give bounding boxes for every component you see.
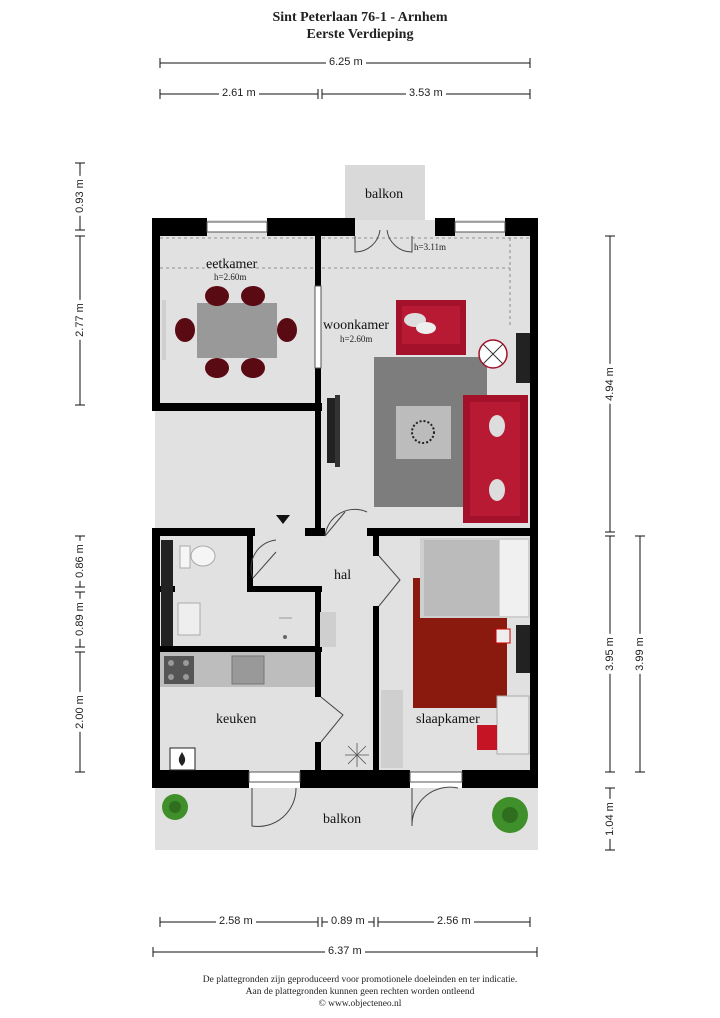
balkon-top-floor bbox=[345, 165, 425, 220]
doors bbox=[250, 229, 459, 827]
dim-left-3: 0.86 m bbox=[74, 541, 86, 581]
dim-top-total: 6.25 m bbox=[326, 56, 366, 68]
walls bbox=[152, 218, 538, 788]
room-label-eetkamer: eetkamer bbox=[206, 257, 258, 272]
bathroom-fixtures bbox=[177, 545, 292, 639]
room-height-eetkamer: h=2.60m bbox=[214, 272, 247, 282]
bedroom-furniture bbox=[381, 538, 530, 768]
dim-top-left: 2.61 m bbox=[219, 87, 259, 99]
room-label-keuken: keuken bbox=[216, 712, 257, 727]
dim-right-4: 1.04 m bbox=[604, 799, 616, 839]
hal-cabinet bbox=[320, 612, 336, 647]
windows bbox=[206, 221, 506, 783]
dim-left-4: 0.89 m bbox=[74, 599, 86, 639]
copyright-line: © www.objecteneo.nl bbox=[318, 999, 402, 1009]
floor-subtitle: Eerste Verdieping bbox=[306, 27, 414, 42]
hal-light bbox=[345, 743, 369, 767]
room-height-ceiling: h=3.11m bbox=[414, 242, 446, 252]
kitchen-fixtures bbox=[160, 652, 315, 771]
dim-left-2: 2.77 m bbox=[74, 300, 86, 340]
disclaimer-line-2: Aan de plattegronden kunnen geen rechten… bbox=[245, 987, 475, 997]
dim-bottom-mid: 0.89 m bbox=[328, 915, 368, 927]
dim-left-1: 0.93 m bbox=[74, 176, 86, 216]
disclaimer-line-1: De plattegronden zijn geproduceerd voor … bbox=[202, 975, 518, 985]
living-room-furniture bbox=[327, 300, 528, 523]
room-label-hal: hal bbox=[334, 568, 352, 583]
room-label-balkon-bottom: balkon bbox=[323, 812, 362, 827]
room-label-woonkamer: woonkamer bbox=[323, 318, 390, 333]
dim-bottom-left: 2.58 m bbox=[216, 915, 256, 927]
dim-bottom-right: 2.56 m bbox=[434, 915, 474, 927]
room-height-woonkamer: h=2.60m bbox=[340, 334, 373, 344]
room-label-balkon-top: balkon bbox=[365, 187, 404, 202]
dim-top-right: 3.53 m bbox=[406, 87, 446, 99]
dim-bottom-total: 6.37 m bbox=[325, 945, 365, 957]
balkon-bottom-floor bbox=[155, 788, 538, 850]
dim-right-2: 3.95 m bbox=[604, 634, 616, 674]
entrance-arrow bbox=[276, 515, 290, 524]
dining-set bbox=[162, 286, 297, 378]
dim-left-5: 2.00 m bbox=[74, 692, 86, 732]
dim-right-1: 4.94 m bbox=[604, 364, 616, 404]
room-label-slaapkamer: slaapkamer bbox=[416, 712, 480, 727]
ceiling-lines bbox=[160, 237, 530, 328]
plan-title: Sint Peterlaan 76-1 - Arnhem bbox=[272, 10, 448, 25]
dim-right-3: 3.99 m bbox=[634, 634, 646, 674]
plants bbox=[162, 794, 528, 833]
